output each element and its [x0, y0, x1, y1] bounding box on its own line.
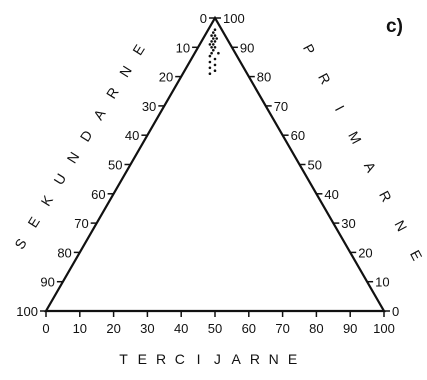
data-point-11 — [210, 46, 213, 49]
sekundarne-title-letter-6: A — [90, 105, 109, 122]
tick-label-right-90: 90 — [240, 40, 254, 55]
tick-label-bottom-70: 70 — [275, 321, 289, 336]
data-points — [208, 28, 220, 75]
tick-label-bottom-40: 40 — [174, 321, 188, 336]
data-point-12 — [212, 48, 215, 52]
sekundarne-title-letter-9: E — [129, 41, 148, 58]
tick-label-right-0: 0 — [392, 304, 399, 319]
data-point-8 — [212, 43, 215, 46]
primarne-title-letter-3: M — [345, 129, 365, 148]
tick-label-left-80: 80 — [57, 245, 71, 260]
tick-label-right-80: 80 — [257, 70, 271, 85]
tick-label-left-40: 40 — [125, 128, 139, 143]
tick-label-right-60: 60 — [291, 128, 305, 143]
sekundarne-title-letter-3: U — [50, 170, 69, 188]
data-point-14 — [217, 51, 220, 55]
data-point-17 — [208, 60, 212, 64]
data-point-21 — [208, 72, 212, 75]
tick-label-bottom-100: 100 — [373, 321, 395, 336]
axis-ticks — [40, 17, 390, 317]
tick-label-bottom-80: 80 — [309, 321, 323, 336]
tercijarne-title-letter-0: T — [119, 351, 129, 367]
sekundarne-title-letter-7: R — [103, 83, 122, 101]
data-point-0 — [213, 28, 217, 32]
sekundarne-title-letter-2: K — [37, 192, 56, 209]
tick-label-bottom-50: 50 — [208, 321, 222, 336]
primarne-title-letter-5: R — [376, 188, 395, 205]
tick-label-bottom-60: 60 — [242, 321, 256, 336]
tick-label-left-30: 30 — [142, 99, 156, 114]
sekundarne-title-letter-8: N — [116, 62, 135, 80]
tick-label-left-10: 10 — [176, 40, 190, 55]
data-point-1 — [212, 31, 215, 34]
tick-label-left-50: 50 — [108, 158, 122, 173]
data-point-6 — [210, 40, 213, 43]
data-point-18 — [213, 63, 217, 67]
tercijarne-title-letter-5: J — [214, 351, 222, 367]
tick-label-bottom-0: 0 — [42, 321, 49, 336]
tercijarne-title-letter-3: C — [175, 351, 186, 367]
data-point-9 — [208, 43, 212, 46]
primarne-title-letter-7: E — [407, 247, 426, 264]
data-point-15 — [208, 54, 212, 58]
triangle-outline — [44, 15, 386, 313]
data-point-20 — [213, 69, 217, 72]
tick-label-right-100: 100 — [223, 11, 245, 26]
tick-label-right-70: 70 — [274, 99, 288, 114]
panel-label: c) — [386, 16, 403, 37]
tick-label-left-100: 100 — [16, 304, 38, 319]
tercijarne-title-letter-4: I — [197, 351, 202, 367]
tick-label-bottom-90: 90 — [343, 321, 357, 336]
data-point-19 — [208, 66, 212, 70]
data-point-3 — [210, 34, 213, 37]
tick-label-right-50: 50 — [308, 158, 322, 173]
sekundarne-title-letter-5: D — [77, 127, 96, 145]
tercijarne-title-letter-2: R — [156, 351, 167, 367]
tick-label-left-70: 70 — [74, 216, 88, 231]
sekundarne-title-letter-4: N — [63, 148, 82, 166]
data-point-10 — [213, 46, 217, 49]
primarne-title-letter-1: R — [315, 70, 334, 87]
tick-label-right-10: 10 — [375, 275, 389, 290]
tick-label-bottom-30: 30 — [140, 321, 154, 336]
tercijarne-title-letter-8: N — [269, 351, 280, 367]
primarne-title-letter-0: P — [300, 41, 319, 58]
tick-label-right-20: 20 — [358, 245, 372, 260]
tick-label-right-40: 40 — [324, 187, 338, 202]
sekundarne-title-letter-0: S — [11, 235, 30, 252]
tercijarne-title-letter-7: R — [250, 351, 261, 367]
data-point-2 — [213, 34, 217, 37]
tercijarne-title-letter-6: A — [232, 351, 242, 367]
primarne-title-letter-4: A — [361, 159, 380, 176]
tick-label-left-60: 60 — [91, 187, 105, 202]
tick-label-bottom-10: 10 — [73, 321, 87, 336]
tercijarne-title-letter-1: E — [138, 351, 148, 367]
triangle-frame — [44, 15, 386, 313]
primarne-title-letter-2: I — [332, 103, 348, 115]
tercijarne-title-letter-9: E — [288, 351, 298, 367]
tick-label-bottom-20: 20 — [106, 321, 120, 336]
data-point-4 — [212, 37, 215, 40]
data-point-7 — [213, 40, 217, 43]
tick-label-left-90: 90 — [40, 275, 54, 290]
primarne-title-letter-6: N — [391, 218, 410, 235]
tick-label-right-30: 30 — [341, 216, 355, 231]
data-point-16 — [213, 57, 217, 61]
data-point-13 — [210, 51, 213, 55]
tick-label-left-0: 0 — [200, 11, 207, 26]
sekundarne-title-letter-1: E — [24, 213, 43, 230]
tick-label-left-20: 20 — [159, 70, 173, 85]
data-point-5 — [215, 37, 218, 40]
